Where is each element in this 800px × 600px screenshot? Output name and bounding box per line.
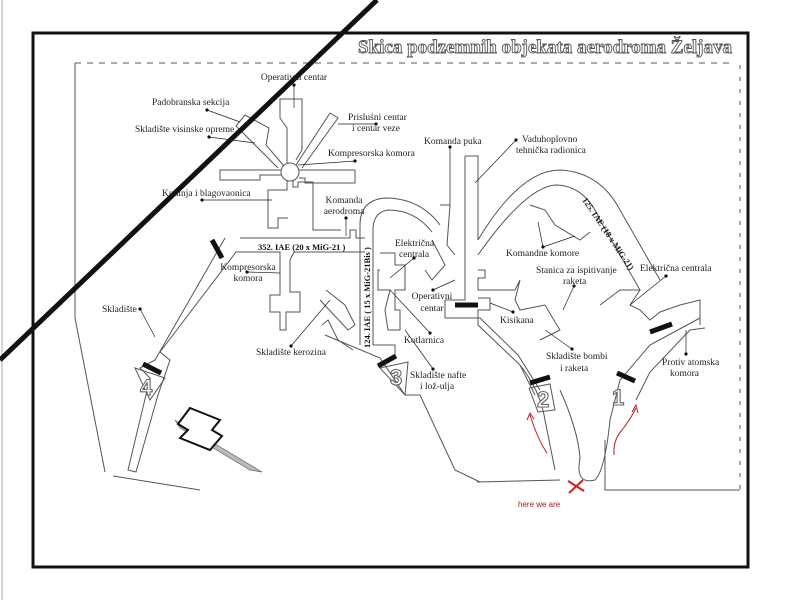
entrance-4-mouth [134, 367, 166, 402]
label-kisikana: Kisikana [500, 316, 535, 326]
map-title: Skica podzemnih objekata aerodroma Želja… [358, 36, 733, 58]
label-352-iae: 352. IAE (20 x MiG-21 ) [258, 242, 346, 252]
leader-lines [139, 85, 687, 370]
label-skladiste-bombi-1: Skladište bombi [546, 352, 608, 362]
tunnel-124 [0, 0, 481, 483]
tunnel-352 [127, 237, 245, 473]
entrance-number-1: 1 [612, 385, 624, 410]
label-elektricna-centrala-right: Električna centrala [640, 264, 712, 274]
blast-door [376, 353, 398, 369]
label-operativni-centar-low-2: centar [420, 304, 444, 314]
entrance-number-2: 2 [537, 387, 549, 412]
label-komandne-komore: Komandne komore [506, 249, 579, 259]
label-skladiste-nafte-1: Skladište nafte [410, 370, 466, 381]
label-operativni-centar: Operativni centar [261, 73, 328, 83]
label-operativni-centar-low-1: Operativni [412, 292, 453, 302]
here-we-are-note: here we are [518, 500, 561, 509]
blast-door [649, 321, 673, 335]
page-frame [31, 31, 750, 569]
blast-door [529, 374, 551, 386]
site-boundary [74, 62, 741, 491]
label-skladiste: Skladište [102, 305, 137, 315]
label-stanica-1: Stanica za ispitivanje [536, 266, 617, 276]
label-skladiste-visinske-opreme: Skladište visinske opreme [135, 125, 234, 135]
entrance-3-mouth [379, 361, 409, 397]
label-protiv-atomska-2: komora [670, 369, 700, 379]
label-kompresorska-komora-1: Kompresorska [220, 263, 276, 273]
label-protiv-atomska-1: Protiv atomska [662, 358, 720, 368]
label-dots [138, 83, 688, 371]
blast-door [141, 361, 163, 376]
entrance-number-4: 4 [140, 375, 153, 400]
entrance-number-3: 3 [390, 365, 402, 390]
label-kotlarnica: Kotlarnica [404, 336, 445, 346]
hub-complex [219, 98, 365, 331]
label-elektricna-centrala-1: Električna [395, 239, 435, 249]
entrances-2-1 [519, 317, 706, 482]
label-skladiste-kerozina: Skladište kerozina [256, 348, 327, 358]
blast-door [209, 238, 225, 260]
path-arrow-icon [529, 414, 548, 454]
label-skladiste-bombi-2: i raketa [560, 364, 589, 374]
entrance-2-mouth [528, 383, 556, 413]
label-vaduhoplovno-1: Vaduhoplovno [522, 135, 578, 145]
label-kuhinja: Kuhinja i blagovaonica [162, 189, 251, 199]
label-vaduhoplovno-2: tehnička radionica [516, 146, 587, 156]
label-centar-veze: i centar veze [352, 124, 400, 134]
location-x-icon [567, 479, 585, 494]
label-komanda-aerodroma-2: aerodroma [324, 207, 365, 217]
label-komanda-puka: Komanda puka [424, 137, 483, 147]
label-prislusni-centar: Prisluśni centar [348, 113, 408, 123]
label-stanica-2: raketa [563, 277, 587, 287]
label-skladiste-nafte-2: i lož-ulja [420, 382, 455, 392]
label-komanda-aerodroma-1: Komanda [326, 196, 364, 206]
north-arrow-icon [174, 406, 263, 473]
label-elektricna-centrala-2: centrala [399, 250, 430, 260]
label-kompresorska-komora-top: Kompresorska komora [328, 149, 416, 159]
path-arrow-icon [613, 407, 637, 456]
blast-door [615, 370, 637, 384]
red-annotations: here we are [518, 403, 639, 509]
label-124-iae: 124. IAE ( 15 x MiG-21Bis ) [362, 247, 372, 348]
label-kompresorska-komora-2: komora [233, 274, 263, 284]
label-padobranska-sekcija: Padobranska sekcija [152, 98, 230, 108]
